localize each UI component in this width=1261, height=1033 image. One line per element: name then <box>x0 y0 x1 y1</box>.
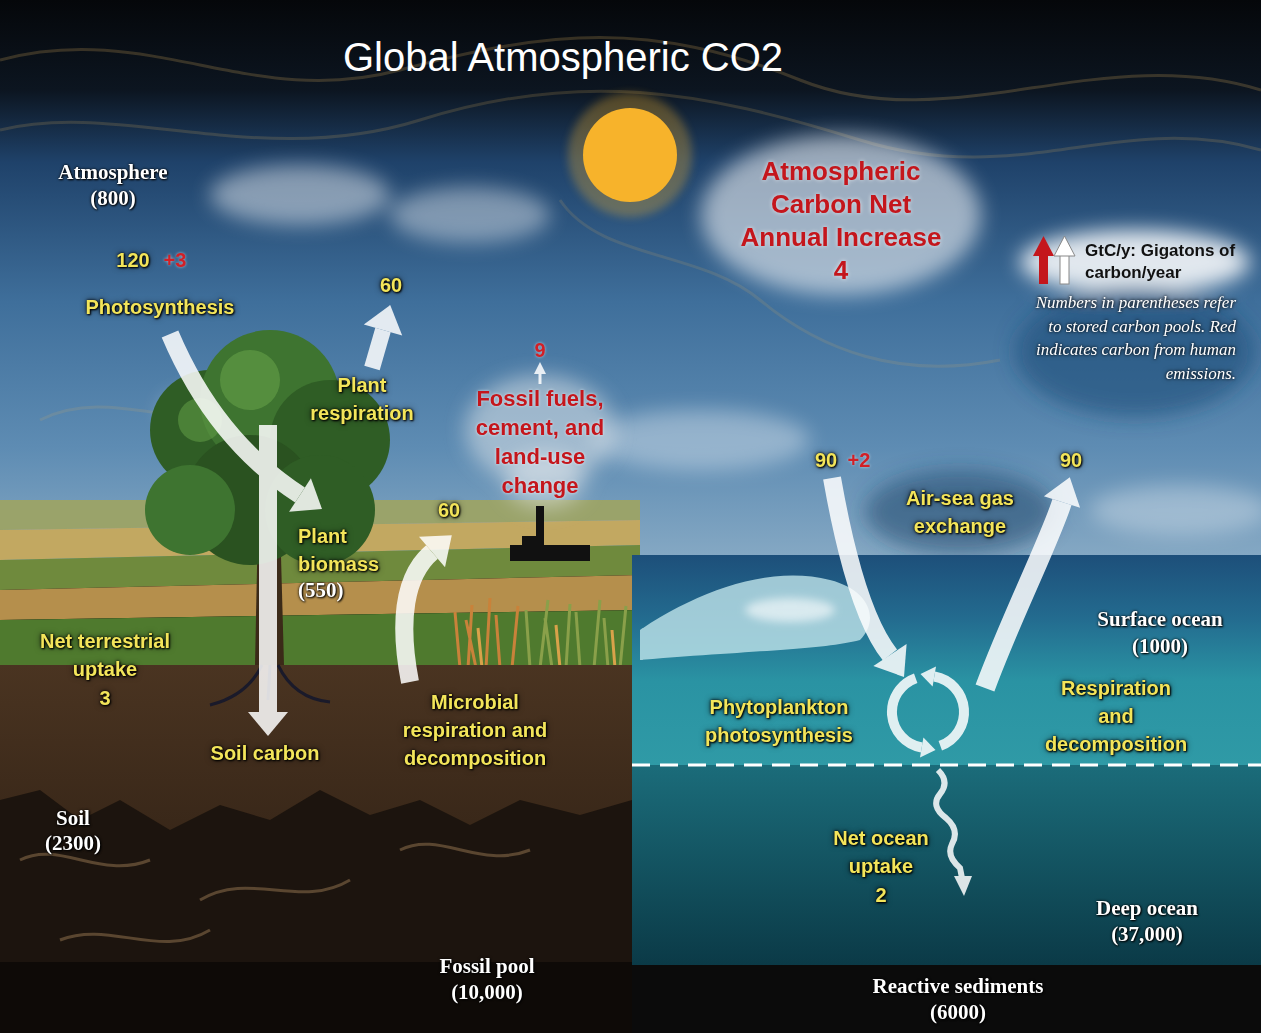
sun <box>568 93 692 217</box>
factory <box>522 536 544 546</box>
soil <box>0 665 632 1033</box>
flux-arrow <box>289 478 322 512</box>
soil <box>0 962 632 1033</box>
sky <box>0 0 1261 560</box>
flux-number: 2 <box>866 881 896 909</box>
clouds <box>390 187 550 243</box>
pool-size: (37,000) <box>1092 921 1202 947</box>
pool-label: Reactive sediments <box>848 973 1068 999</box>
factory <box>510 545 590 561</box>
pool-label: Surface ocean <box>1070 606 1250 632</box>
flux-arrow <box>936 770 962 878</box>
tree <box>220 350 280 410</box>
flux-arrow <box>372 330 383 368</box>
flux-number: 90 <box>806 446 846 474</box>
legend-sample <box>1033 236 1054 256</box>
human-flux-number: 9 <box>525 336 555 364</box>
clouds <box>590 410 810 470</box>
grass <box>455 598 518 668</box>
legend-sample <box>1039 254 1048 284</box>
flux-arrow <box>364 305 402 336</box>
flux-arrow <box>170 334 300 495</box>
ocean <box>632 555 1261 1033</box>
flux-arrow <box>170 305 1080 896</box>
flux-arrow <box>248 712 288 736</box>
flux-number: 60 <box>369 271 413 299</box>
diagram-title: Global Atmospheric CO2 <box>203 33 923 81</box>
pool-size: (550) <box>298 577 378 603</box>
ocean <box>632 764 1261 767</box>
human-flux-number: +2 <box>841 446 877 474</box>
flux-arrow <box>259 425 277 712</box>
flux-arrow <box>873 644 906 677</box>
clouds <box>701 135 981 295</box>
ocean <box>632 555 1261 765</box>
ocean <box>745 598 835 622</box>
ocean <box>640 576 870 660</box>
human-flux-number: +3 <box>157 246 193 274</box>
sky <box>0 0 1261 560</box>
flux-arrow <box>404 552 432 682</box>
process-label: Net terrestrial uptake <box>10 627 200 683</box>
pool-size: (2300) <box>28 830 118 856</box>
pool-label: Soil <box>33 805 113 831</box>
flux-arrow <box>921 667 937 687</box>
flux-arrow <box>954 876 972 896</box>
clouds <box>1090 485 1261 535</box>
flux-number: 3 <box>90 684 120 712</box>
flux-number: 60 <box>427 496 471 524</box>
factory <box>510 506 590 561</box>
process-label: Photosynthesis <box>70 293 250 321</box>
flux-arrow <box>419 535 452 567</box>
clouds <box>1020 230 1250 294</box>
ocean <box>632 965 1261 1033</box>
clouds <box>1015 287 1255 417</box>
pool-label: Soil carbon <box>195 739 335 767</box>
pool-label: Plant biomass <box>298 522 408 578</box>
sun <box>583 108 677 202</box>
process-label: Microbial respiration and decomposition <box>398 688 553 772</box>
flux-arrow <box>920 738 936 758</box>
tree <box>145 465 235 555</box>
legend-item: GtC/y: Gigatons of carbon/year <box>1085 240 1250 284</box>
pool-label: Deep ocean <box>1072 895 1222 921</box>
headline: Atmospheric Carbon Net Annual Increase <box>730 155 952 254</box>
process-label: Plant respiration <box>292 371 432 427</box>
legend-sample <box>1060 254 1069 284</box>
pool-label: Atmosphere <box>28 159 198 185</box>
ocean <box>632 765 1261 965</box>
note: Numbers in parentheses refer to stored c… <box>1031 291 1236 385</box>
flux-number: 120 <box>108 246 158 274</box>
pool-size: (10,000) <box>432 979 542 1005</box>
soil <box>20 844 530 941</box>
legend-sample <box>1033 236 1075 284</box>
legend-sample <box>1054 236 1075 256</box>
grass <box>478 625 615 668</box>
clouds <box>865 470 1055 554</box>
sun <box>568 93 692 217</box>
flux-arrow <box>934 677 964 746</box>
grass <box>455 598 626 668</box>
flux-arrow <box>832 478 890 655</box>
pool-size: (800) <box>63 185 163 211</box>
process-label: Phytoplankton photosynthesis <box>689 693 869 749</box>
flux-number: 90 <box>1051 446 1091 474</box>
clouds <box>210 165 390 225</box>
headline-number: 4 <box>821 254 861 287</box>
pool-label: Fossil pool <box>417 953 557 979</box>
process-label: Air-sea gas exchange <box>885 484 1035 540</box>
process-label: Respiration and decomposition <box>1043 674 1189 758</box>
flux-arrow <box>1044 477 1080 508</box>
process-label: Net ocean uptake <box>816 824 946 880</box>
pool-size: (6000) <box>913 999 1003 1025</box>
flux-arrow <box>892 678 922 747</box>
soil <box>0 790 632 1033</box>
flux-arrow <box>534 362 546 374</box>
process-label: Fossil fuels, cement, and land-use chang… <box>463 384 618 500</box>
pool-size: (1000) <box>1115 633 1205 659</box>
